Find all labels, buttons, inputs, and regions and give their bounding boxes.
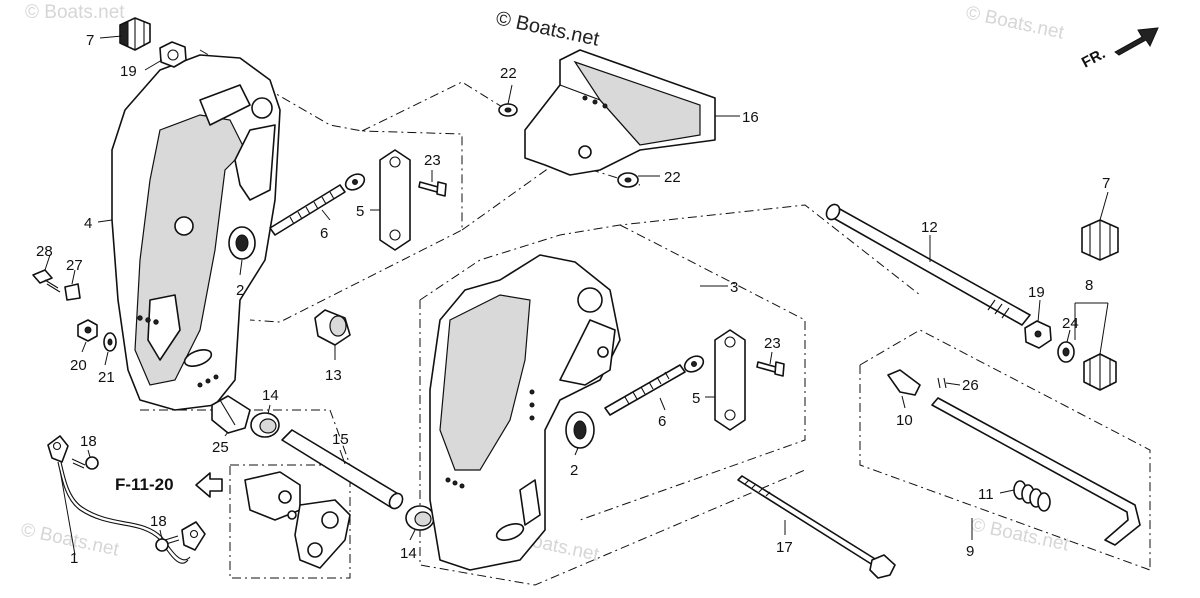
part-27-clip (64, 283, 81, 301)
part-19-washer-right (1024, 320, 1052, 349)
callout-12: 12 (921, 219, 938, 236)
part-16-bracket-top (524, 49, 716, 176)
part-22-washer-a (498, 103, 518, 117)
callout-22-upper: 22 (500, 65, 517, 82)
part-17-long-bolt (737, 475, 896, 579)
part-3-stern-bracket-right (429, 254, 621, 571)
callout-3: 3 (730, 279, 738, 296)
callout-8: 8 (1085, 277, 1093, 294)
callout-2-lower: 2 (570, 462, 578, 479)
callout-25: 25 (212, 439, 229, 456)
part-22-washer-b (617, 172, 639, 188)
callout-17: 17 (776, 539, 793, 556)
callout-19-top: 19 (120, 63, 137, 80)
callout-9: 9 (966, 543, 974, 560)
callout-1: 1 (70, 550, 78, 567)
callout-23-upper: 23 (424, 152, 441, 169)
callout-10: 10 (896, 412, 913, 429)
callout-7-right: 7 (1102, 175, 1110, 192)
part-24-washer (1057, 341, 1075, 363)
part-10-lever (887, 369, 921, 396)
callout-18-upper: 18 (80, 433, 97, 450)
callout-labels: 7 19 4 2 6 5 23 22 22 16 28 27 20 21 13 … (36, 32, 1110, 567)
callout-5-lower: 5 (692, 390, 700, 407)
callout-27: 27 (66, 257, 83, 274)
callout-2-upper: 2 (236, 282, 244, 299)
part-28-screw (32, 269, 61, 293)
part-18-screw-a (71, 456, 99, 470)
watermark-main: © Boats.net (494, 7, 602, 50)
part-5-link-upper (379, 149, 411, 251)
callout-21: 21 (98, 369, 115, 386)
part-19-washer-top (159, 41, 187, 68)
leader-lines (44, 35, 1109, 556)
part-7-nut-right-set (1083, 353, 1117, 391)
callout-7-top: 7 (86, 32, 94, 49)
callout-14-lower: 14 (400, 545, 417, 562)
part-13-collar (314, 309, 351, 346)
part-15-pin (281, 429, 404, 510)
reference-label: F-11-20 (115, 475, 174, 494)
part-6-bolt-upper (269, 173, 366, 236)
callout-26: 26 (962, 377, 979, 394)
part-12-shaft (825, 203, 1031, 326)
part-7-nut-right-single (1081, 219, 1119, 261)
callout-19-right: 19 (1028, 284, 1045, 301)
reference-callout: F-11-20 (115, 472, 223, 498)
callout-23-lower: 23 (764, 335, 781, 352)
part-23-bolt-lower (756, 361, 785, 377)
part-7-nut-top (119, 17, 151, 51)
part-14-collar-upper (250, 412, 280, 438)
part-2-bushing-upper (228, 226, 256, 260)
callout-15: 15 (332, 431, 349, 448)
callout-6-upper: 6 (320, 225, 328, 242)
assembly-outline-lines (140, 49, 1151, 586)
part-2-bushing-lower (565, 411, 595, 449)
callout-13: 13 (325, 367, 342, 384)
part-6-bolt-lower (604, 355, 705, 416)
callout-6-lower: 6 (658, 413, 666, 430)
callout-11: 11 (978, 486, 994, 503)
reference-subassembly (244, 471, 351, 569)
part-26-clip (937, 377, 947, 389)
watermark-top-left: © Boats.net (25, 2, 125, 23)
watermark-top-right: © Boats.net (964, 2, 1066, 43)
watermark-bottom-right: © Boats.net (969, 514, 1071, 555)
part-5-link-lower (714, 329, 746, 431)
part-14-collar-lower (405, 505, 435, 531)
callout-18-lower: 18 (150, 513, 167, 530)
callout-5-upper: 5 (356, 203, 364, 220)
part-11-spring (1013, 480, 1051, 512)
front-direction-indicator: FR. (1079, 27, 1159, 72)
callout-14-upper: 14 (262, 387, 279, 404)
callout-4: 4 (84, 215, 92, 232)
part-23-bolt-upper (418, 181, 447, 197)
hollow-arrow-left-icon (195, 472, 223, 498)
callout-16: 16 (742, 109, 759, 126)
part-1-ground-cable (47, 435, 206, 564)
callout-28: 28 (36, 243, 53, 260)
part-4-stern-bracket-left (111, 54, 281, 411)
part-21-washer (103, 332, 117, 352)
arrow-icon (1114, 27, 1159, 56)
callout-20: 20 (70, 357, 87, 374)
part-20-nut (77, 319, 98, 342)
part-18-screw-b (155, 535, 180, 552)
part-9-rod (931, 397, 1141, 546)
fr-label: FR. (1079, 45, 1108, 71)
part-25-bushing (211, 395, 251, 434)
callout-24: 24 (1062, 315, 1079, 332)
callout-22-lower: 22 (664, 169, 681, 186)
